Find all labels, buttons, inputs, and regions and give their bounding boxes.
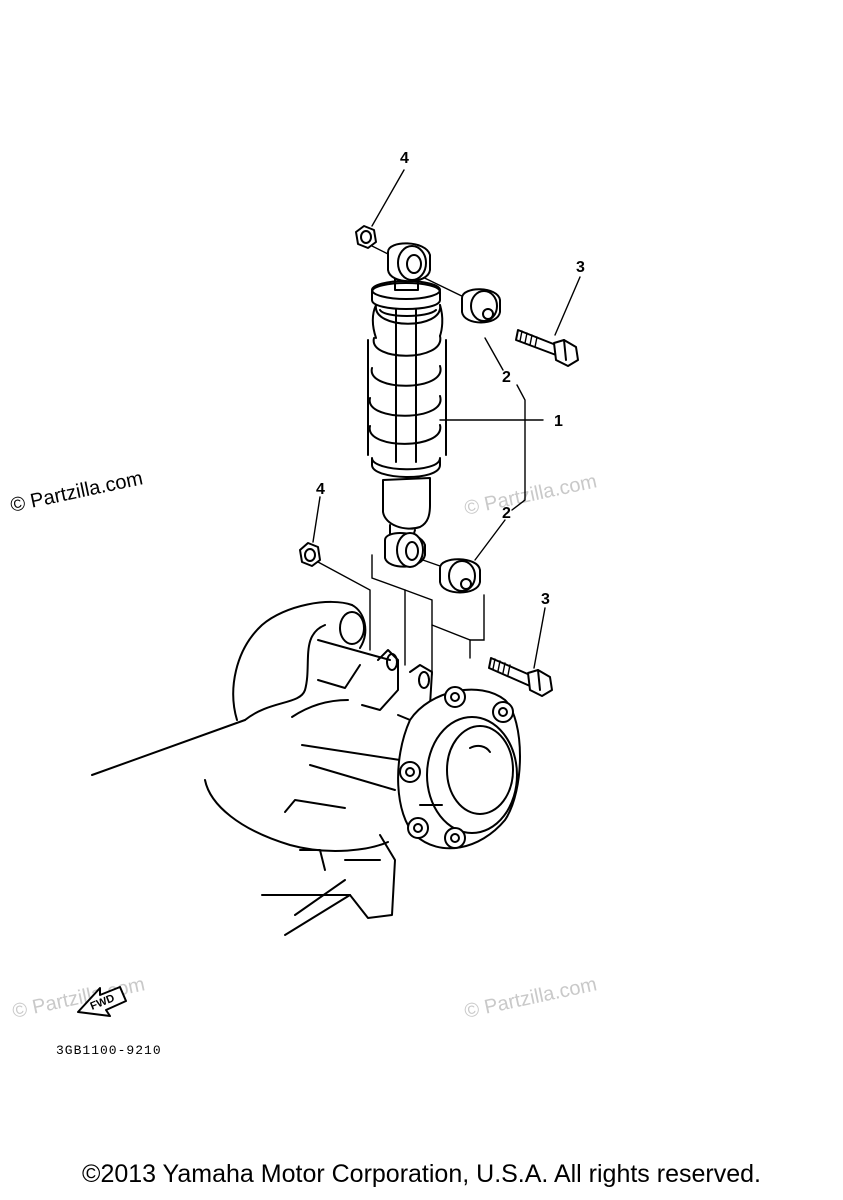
- rear-shock-diagram: © Partzilla.com © Partzilla.com © Partzi…: [8, 150, 598, 1058]
- nut-lower: [299, 542, 321, 567]
- lower-shock-eye: [384, 532, 426, 568]
- bolt-lower: [488, 657, 553, 697]
- bushing-lower: [439, 558, 481, 594]
- callout-leaders: [312, 169, 581, 669]
- fwd-arrow-icon: FWD: [77, 986, 127, 1017]
- callout-4-lower: 4: [316, 481, 325, 498]
- wheel-hub-flange: [397, 686, 521, 850]
- diagram-code: 3GB1100-9210: [56, 1043, 162, 1058]
- watermark-lower-left: © Partzilla.com: [10, 973, 146, 1023]
- watermark-left: © Partzilla.com: [8, 467, 144, 517]
- callout-3-upper: 3: [576, 259, 585, 276]
- watermark-lower-right: © Partzilla.com: [462, 973, 598, 1023]
- callout-2-lower: 2: [502, 505, 511, 522]
- upper-shock-eye: [387, 242, 431, 283]
- callout-3-lower: 3: [541, 591, 550, 608]
- callout-4-upper: 4: [400, 150, 409, 167]
- watermark-mid-right: © Partzilla.com: [462, 470, 598, 520]
- shock-absorber: [367, 271, 447, 541]
- callout-2-upper: 2: [502, 369, 511, 386]
- rear-axle-housing: [91, 601, 433, 936]
- copyright-notice: ©2013 Yamaha Motor Corporation, U.S.A. A…: [82, 1160, 761, 1188]
- nut-upper: [355, 225, 377, 249]
- callout-1: 1: [554, 413, 563, 430]
- bushing-upper: [461, 288, 501, 324]
- bolt-upper: [515, 329, 579, 367]
